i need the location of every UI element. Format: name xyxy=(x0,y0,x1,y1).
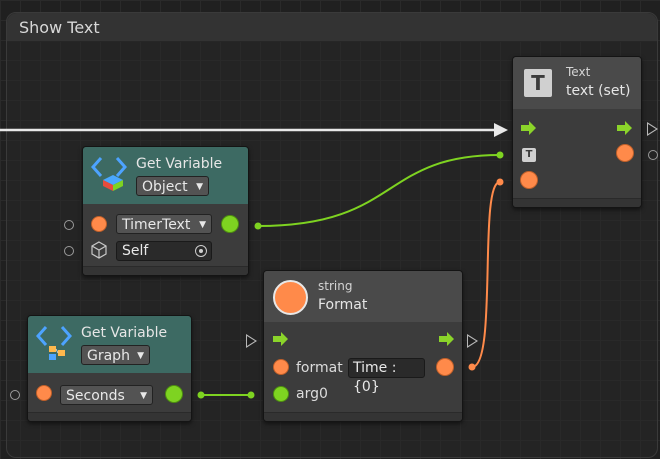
value-output-port[interactable] xyxy=(165,385,183,403)
value-output-connector[interactable] xyxy=(648,150,658,160)
flow-input-connector[interactable] xyxy=(246,334,257,348)
format-value: Time : {0} xyxy=(353,360,397,395)
format-wire-start-dot xyxy=(468,363,476,371)
name-input-port[interactable] xyxy=(91,216,107,232)
format-label: format xyxy=(296,360,343,376)
text-set-node[interactable]: T Text text (set) T xyxy=(512,56,642,208)
arg0-input-port[interactable] xyxy=(273,386,289,402)
variable-kind-dropdown[interactable]: Graph ▼ xyxy=(81,345,150,365)
node-footer xyxy=(513,198,641,207)
variable-kind-value: Graph xyxy=(87,348,130,364)
format-field[interactable]: Time : {0} xyxy=(348,358,425,395)
chevron-down-icon: ▼ xyxy=(137,351,144,361)
format-node[interactable]: string Format format Time : {0} arg0 xyxy=(263,270,463,422)
node-title: Get Variable xyxy=(136,156,223,172)
value-input-port[interactable] xyxy=(520,171,538,189)
variable-name-dropdown[interactable]: Seconds ▼ xyxy=(60,385,153,405)
chevron-down-icon: ▼ xyxy=(140,391,147,401)
flow-input-arrow-icon[interactable] xyxy=(273,332,289,346)
node-footer xyxy=(83,266,248,275)
flow-output-connector[interactable] xyxy=(467,334,478,348)
format-wire-end-dot xyxy=(496,178,504,186)
variable-name-value: TimerText xyxy=(122,217,191,233)
result-output-port[interactable] xyxy=(436,358,454,376)
object-wire-start-dot xyxy=(254,222,262,230)
node-title: Get Variable xyxy=(81,325,168,341)
variable-icon xyxy=(91,157,128,191)
control-flow-arrowhead xyxy=(494,123,508,137)
chevron-down-icon: ▼ xyxy=(199,220,206,230)
node-subtitle: string xyxy=(318,279,353,293)
object-wire xyxy=(257,154,501,227)
name-input-connector[interactable] xyxy=(64,220,74,230)
format-input-port[interactable] xyxy=(273,359,289,375)
target-value: Self xyxy=(122,243,149,259)
node-title: text (set) xyxy=(566,83,631,99)
get-variable-object-node[interactable]: Get Variable Object ▼ TimerText ▼ Self xyxy=(82,146,249,276)
flow-input-arrow-icon[interactable] xyxy=(521,121,537,135)
text-target-port-icon[interactable]: T xyxy=(522,148,536,162)
format-type-icon xyxy=(273,280,308,315)
arg0-label: arg0 xyxy=(296,386,328,402)
target-picker-icon[interactable] xyxy=(195,245,207,257)
flow-output-arrow-icon[interactable] xyxy=(439,332,455,346)
variable-name-dropdown[interactable]: TimerText ▼ xyxy=(116,214,212,234)
cube-icon xyxy=(91,241,107,259)
flow-output-connector[interactable] xyxy=(647,122,658,136)
format-wire xyxy=(471,181,501,368)
seconds-wire-start-dot xyxy=(197,391,205,399)
text-type-icon: T xyxy=(524,69,552,97)
variable-name-value: Seconds xyxy=(66,388,125,404)
variable-graph-icon xyxy=(36,326,73,360)
node-title: Format xyxy=(318,297,368,313)
variable-kind-dropdown[interactable]: Object ▼ xyxy=(136,176,209,196)
value-output-port[interactable] xyxy=(616,144,634,162)
seconds-wire-end-dot xyxy=(247,391,255,399)
value-output-port[interactable] xyxy=(221,215,239,233)
flow-output-arrow-icon[interactable] xyxy=(617,121,633,135)
group-header[interactable]: Show Text xyxy=(7,13,657,42)
group-title: Show Text xyxy=(19,18,100,37)
node-footer xyxy=(264,412,462,421)
node-subtitle: Text xyxy=(566,65,591,79)
object-wire-end-dot xyxy=(496,151,504,159)
get-variable-graph-node[interactable]: Get Variable Graph ▼ Seconds ▼ xyxy=(27,315,192,422)
target-input-connector[interactable] xyxy=(64,246,74,256)
name-input-connector[interactable] xyxy=(10,390,20,400)
variable-kind-value: Object xyxy=(142,179,188,195)
node-footer xyxy=(28,412,191,421)
target-field[interactable]: Self xyxy=(116,241,212,261)
chevron-down-icon: ▼ xyxy=(196,182,203,192)
name-input-port[interactable] xyxy=(36,385,52,401)
